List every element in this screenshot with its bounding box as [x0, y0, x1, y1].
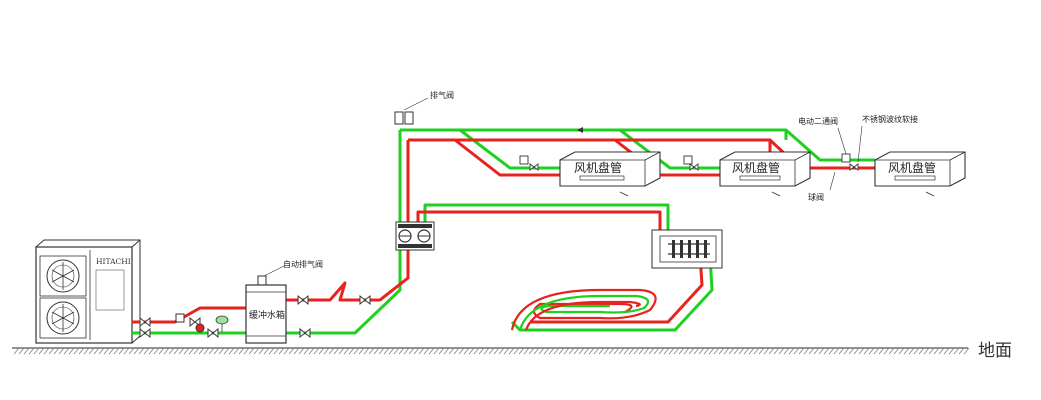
- fan-coil-unit-1: 风机盘管: [559, 151, 661, 197]
- fan-coil-label: 风机盘管: [888, 160, 936, 175]
- brand-label: HITACHI: [96, 257, 131, 266]
- fan-coil-label: 风机盘管: [732, 160, 780, 175]
- ground-label: 地面: [978, 341, 1012, 361]
- floor-heating-coil: [510, 288, 657, 331]
- annotations: 电动二通阀 不锈钢波纹软接 球阀: [798, 114, 918, 202]
- valve-icon: [139, 313, 219, 339]
- fan-coil-unit-3: 风机盘管: [874, 151, 966, 197]
- flow-arrows: [577, 127, 583, 133]
- exhaust-valve-icon: 排气阀: [394, 90, 454, 125]
- valve-icon: [519, 153, 859, 171]
- fan-coil-label: 风机盘管: [574, 160, 622, 175]
- outdoor-unit-fan-icon: [39, 297, 87, 339]
- stainless-bellows-label: 不锈钢波纹软接: [862, 114, 918, 124]
- expansion-tank-icon: [215, 315, 229, 332]
- electric-two-way-valve-label: 电动二通阀: [798, 116, 838, 126]
- outdoor-unit: HITACHI: [35, 239, 141, 344]
- valve-icon: [297, 294, 371, 339]
- ball-valve-label: 球阀: [808, 192, 824, 202]
- return-pipes: [132, 128, 875, 335]
- buffer-tank-label: 缓冲水箱: [249, 309, 285, 321]
- ground: 地面: [12, 341, 1012, 361]
- fan-coil-unit-2: 风机盘管: [719, 151, 811, 197]
- manifold-icon: [651, 229, 723, 269]
- buffer-tank: 缓冲水箱 自动排气阀: [245, 259, 323, 344]
- pump-icon: [395, 221, 435, 251]
- auto-exhaust-valve-label: 自动排气阀: [283, 259, 323, 269]
- outdoor-unit-fan-icon: [39, 255, 87, 297]
- exhaust-valve-label: 排气阀: [430, 90, 454, 100]
